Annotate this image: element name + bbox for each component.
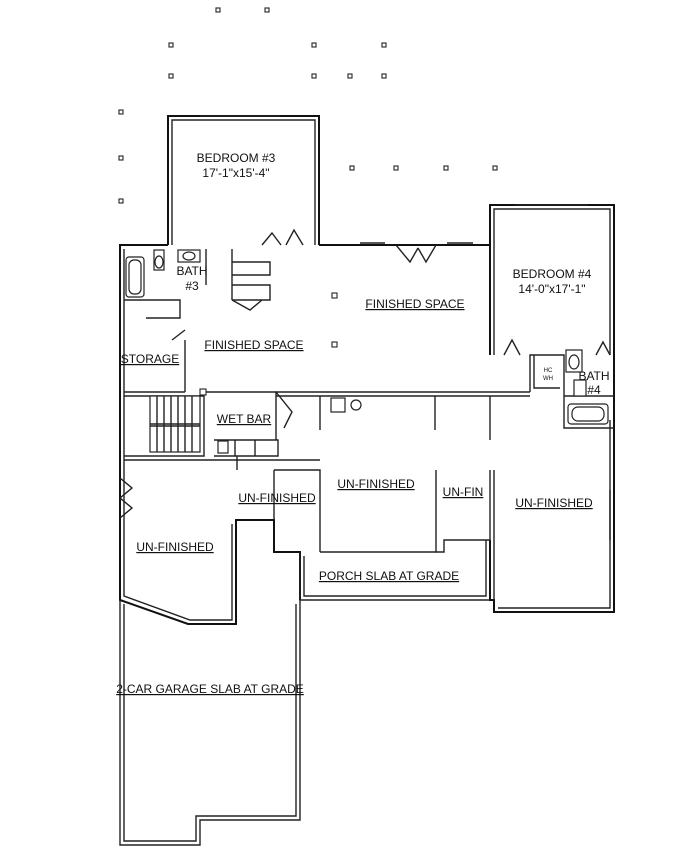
toilet-4 [573, 379, 587, 397]
wet-bar-label: WET BAR [217, 412, 272, 426]
fixtures [125, 249, 609, 454]
wh-label: WH [543, 376, 553, 382]
footing-pier [215, 7, 221, 13]
bathtub-4-basin [571, 406, 605, 422]
footing-pier [349, 165, 355, 171]
footing-pier [118, 198, 124, 204]
bath-4-number: #4 [587, 383, 601, 397]
bedroom-3-walls [167, 115, 320, 246]
finished-space-left-label: FINISHED SPACE [204, 338, 303, 352]
water-heater [350, 399, 362, 411]
exterior-walls [119, 242, 615, 846]
stairs [149, 388, 207, 453]
footing-pier [381, 42, 387, 48]
hc-label: HC [544, 368, 553, 374]
support-post [331, 292, 338, 299]
footing-pier [492, 165, 498, 171]
unfinished-center-label: UN-FINISHED [337, 477, 415, 491]
support-post [331, 341, 338, 348]
finished-space-main-label: FINISHED SPACE [365, 297, 464, 311]
footing-pier [118, 155, 124, 161]
bedroom-4-label: BEDROOM #4 [513, 267, 592, 281]
sink-3-basin [182, 251, 196, 261]
interior-walls [124, 249, 614, 600]
unfinished-left-label: UN-FINISHED [136, 540, 214, 554]
footing-pier [311, 42, 317, 48]
bath-4-label: BATH [578, 369, 609, 383]
bathtub-3-basin [128, 259, 142, 295]
bedroom-4-dims: 14'-0"x17'-1" [518, 282, 585, 296]
unfinished-small-label: UN-FIN [443, 485, 484, 499]
porch-label: PORCH SLAB AT GRADE [319, 569, 459, 583]
footing-piers [118, 7, 498, 204]
newel-post [199, 388, 207, 396]
footing-pier [264, 7, 270, 13]
garage-label: 2-CAR GARAGE SLAB AT GRADE [116, 682, 304, 696]
room-labels: BEDROOM #3 17'-1"x15'-4" BEDROOM #4 14'-… [116, 151, 609, 696]
unfinished-center-left-label: UN-FINISHED [238, 491, 316, 505]
toilet-3-bowl [154, 255, 164, 269]
bar-sink [217, 440, 229, 454]
footing-pier [393, 165, 399, 171]
bedroom-3-dims: 17'-1"x15'-4" [202, 166, 269, 180]
footing-pier [443, 165, 449, 171]
furnace [330, 397, 346, 413]
unfinished-right-label: UN-FINISHED [515, 496, 593, 510]
footing-pier [168, 73, 174, 79]
footing-pier [118, 109, 124, 115]
footing-pier [347, 73, 353, 79]
bedroom-3-label: BEDROOM #3 [197, 151, 276, 165]
footing-pier [311, 73, 317, 79]
bedroom-4-walls [489, 204, 615, 356]
footing-pier [381, 73, 387, 79]
storage-label: STORAGE [121, 352, 179, 366]
bath-3-number: #3 [185, 279, 199, 293]
sink-4-basin [568, 354, 580, 370]
bath-3-label: BATH [176, 264, 207, 278]
footing-pier [168, 42, 174, 48]
